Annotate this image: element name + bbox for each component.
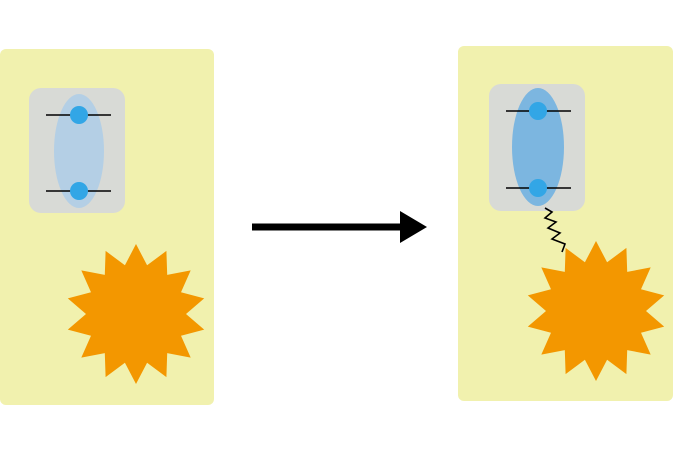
transition-arrow-icon	[252, 211, 427, 243]
arrow-head	[400, 211, 427, 243]
right-top-dot-icon	[529, 102, 547, 120]
left-starburst-icon	[68, 244, 204, 384]
right-bottom-dot-icon	[529, 179, 547, 197]
left-bottom-dot-icon	[70, 182, 88, 200]
left-top-dot-icon	[70, 106, 88, 124]
left-module	[29, 88, 125, 213]
right-starburst-icon	[528, 241, 664, 381]
zigzag-connector-icon	[545, 208, 565, 252]
right-module	[489, 84, 585, 211]
